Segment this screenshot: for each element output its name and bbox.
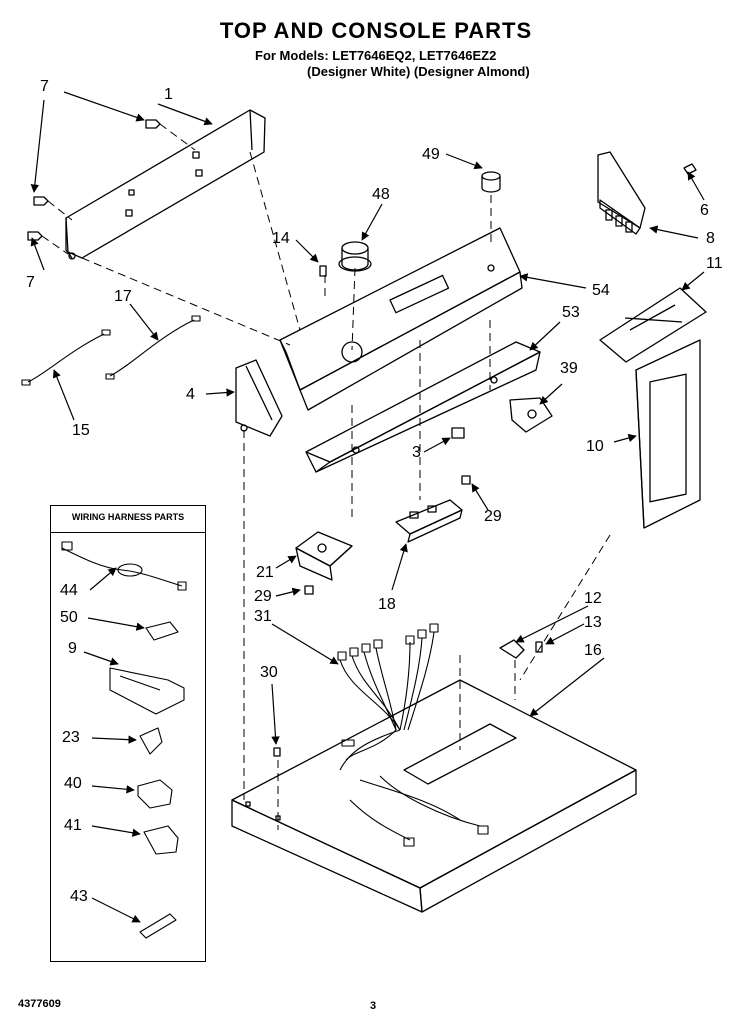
page-number: 3 bbox=[370, 1000, 377, 1012]
callout-3: 3 bbox=[412, 444, 421, 461]
screw-part-13 bbox=[535, 641, 543, 653]
screw-part-29b bbox=[304, 585, 314, 595]
callout-54: 54 bbox=[592, 282, 610, 299]
rotary-switch-part bbox=[395, 499, 463, 543]
screw-part-29a bbox=[461, 475, 471, 485]
callout-40: 40 bbox=[64, 775, 82, 792]
callout-30: 30 bbox=[260, 664, 278, 681]
callout-10: 10 bbox=[586, 438, 604, 455]
end-cap-part bbox=[235, 359, 283, 437]
callout-21: 21 bbox=[256, 564, 274, 581]
callout-1: 1 bbox=[164, 86, 173, 103]
callout-49: 49 bbox=[422, 146, 440, 163]
callout-4: 4 bbox=[186, 386, 195, 403]
model-info: For Models: LET7646EQ2, LET7646EZ2 (Desi… bbox=[255, 48, 530, 80]
wire-harness-part bbox=[337, 623, 489, 847]
part-number: 4377609 bbox=[18, 998, 61, 1010]
callout-11: 11 bbox=[706, 255, 723, 272]
callout-44: 44 bbox=[60, 582, 78, 599]
callout-9: 9 bbox=[68, 640, 77, 657]
callout-12: 12 bbox=[584, 590, 602, 607]
wiring-harness-title: WIRING HARNESS PARTS bbox=[71, 512, 185, 522]
timer-part bbox=[295, 531, 353, 581]
harness-box-parts bbox=[61, 541, 187, 939]
page-title: TOP AND CONSOLE PARTS bbox=[219, 18, 533, 43]
wiring-harness-box: WIRING HARNESS PARTS bbox=[50, 505, 206, 962]
callout-13: 13 bbox=[584, 614, 602, 631]
colors-line: (Designer White) (Designer Almond) bbox=[307, 64, 530, 79]
box-divider bbox=[51, 532, 205, 533]
callout-18: 18 bbox=[378, 596, 396, 613]
end-bracket-part bbox=[597, 151, 697, 235]
switch-part bbox=[509, 397, 553, 433]
small-knob-part bbox=[481, 171, 501, 193]
callout-15: 15 bbox=[72, 422, 90, 439]
control-rail-part bbox=[305, 341, 541, 473]
callout-7c: 7 bbox=[26, 274, 35, 291]
callout-14: 14 bbox=[272, 230, 290, 247]
callout-17: 17 bbox=[114, 288, 132, 305]
callout-29a: 29 bbox=[484, 508, 502, 525]
callout-7a: 7 bbox=[40, 78, 49, 95]
callout-23: 23 bbox=[62, 729, 80, 746]
callout-41: 41 bbox=[64, 817, 82, 834]
callout-16: 16 bbox=[584, 642, 602, 659]
callout-48: 48 bbox=[372, 186, 390, 203]
clip-part bbox=[319, 265, 327, 277]
bracket-part-12 bbox=[499, 639, 525, 659]
lint-duct-part bbox=[635, 339, 701, 529]
callout-6: 6 bbox=[700, 202, 709, 219]
screw-parts bbox=[27, 119, 161, 241]
callout-43: 43 bbox=[70, 888, 88, 905]
wire-clip-part bbox=[273, 747, 281, 757]
callout-50: 50 bbox=[60, 609, 78, 626]
top-panel-part bbox=[231, 679, 637, 913]
models-line: For Models: LET7646EQ2, LET7646EZ2 bbox=[255, 48, 497, 63]
rear-bracket-part bbox=[65, 109, 266, 260]
lint-lid-part bbox=[599, 287, 707, 363]
console-panel-part bbox=[279, 227, 523, 411]
callout-8: 8 bbox=[706, 230, 715, 247]
callout-53: 53 bbox=[562, 304, 580, 321]
callout-31: 31 bbox=[254, 608, 272, 625]
callout-29b: 29 bbox=[254, 588, 272, 605]
jumper-wire-parts bbox=[21, 315, 201, 386]
knob-part bbox=[338, 241, 372, 272]
terminal-part bbox=[451, 427, 465, 439]
callout-39: 39 bbox=[560, 360, 578, 377]
